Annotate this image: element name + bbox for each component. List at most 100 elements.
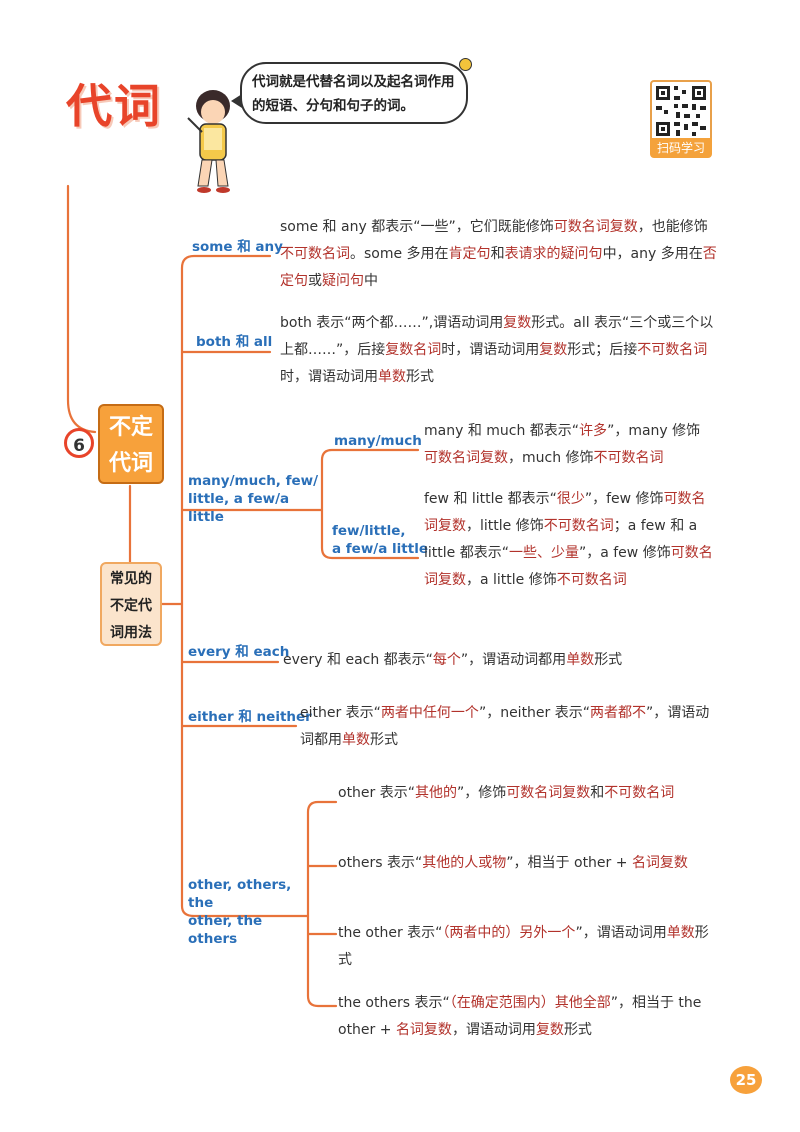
highlight-text: 两者都不 bbox=[590, 705, 647, 721]
qr-label: 扫码学习 bbox=[650, 138, 712, 158]
label-many-few-line2: little, a few/a little bbox=[188, 491, 290, 525]
qr-pattern bbox=[656, 86, 706, 136]
highlight-text: 否定句 bbox=[280, 246, 717, 289]
qr-code-icon[interactable] bbox=[650, 80, 712, 142]
label-some-any: some 和 any bbox=[192, 239, 283, 255]
bubble-tail bbox=[231, 94, 242, 108]
sub-topic-line2: 不定代 bbox=[110, 598, 152, 614]
plain-text: 形式；后接 bbox=[567, 342, 638, 358]
highlight-text: 不可数名词 bbox=[593, 450, 664, 466]
highlight-text: 不可数名词 bbox=[543, 518, 614, 534]
highlight-text: 可数名词复数 bbox=[424, 491, 706, 534]
many-split bbox=[320, 448, 420, 560]
plain-text: some 和 any 都表示“一些”，它们既能修饰 bbox=[280, 219, 554, 235]
plain-text: ；a few 和 a little 都表示“ bbox=[424, 518, 698, 561]
highlight-text: 表请求的疑问句 bbox=[504, 246, 603, 262]
highlight-text: 很少 bbox=[556, 491, 585, 507]
highlight-text: 可数名词复数 bbox=[424, 545, 713, 588]
main-topic-line1: 不定 bbox=[108, 415, 153, 440]
highlight-text: 单数 bbox=[342, 732, 370, 748]
plain-text: ”，a few 修饰 bbox=[578, 545, 671, 561]
plain-text: ”，few 修饰 bbox=[584, 491, 664, 507]
label-both-all: both 和 all bbox=[196, 334, 273, 350]
highlight-text: 不可数名词 bbox=[604, 785, 675, 801]
desc-every-each: every 和 each 都表示“每个”，谓语动词都用单数形式 bbox=[283, 647, 723, 674]
plain-text: 中，any 多用在 bbox=[602, 246, 703, 262]
trunk-line bbox=[180, 254, 310, 918]
highlight-text: 名词复数 bbox=[631, 855, 688, 871]
label-other-line1: other, others, the bbox=[188, 877, 292, 911]
plain-text: 形式 bbox=[406, 369, 434, 385]
highlight-text: 单数 bbox=[566, 652, 595, 668]
plain-text: ”，谓语动词都用 bbox=[300, 705, 710, 748]
plain-text: every 和 each 都表示“ bbox=[283, 652, 433, 668]
highlight-text: 单数 bbox=[666, 925, 695, 941]
plain-text: 形式 bbox=[594, 652, 623, 668]
highlight-text: 名词复数 bbox=[395, 1022, 452, 1038]
plain-text: many 和 much 都表示“ bbox=[424, 423, 580, 439]
plain-text: 时，谓语动词用 bbox=[280, 369, 378, 385]
label-other: other, others, the other, the others bbox=[188, 876, 312, 948]
highlight-text: 其他的人或物 bbox=[422, 855, 507, 871]
plain-text: 时，谓语动词用 bbox=[441, 342, 540, 358]
other-split bbox=[306, 800, 338, 1008]
highlight-text: （两者中的）另外一个 bbox=[442, 925, 576, 941]
label-few-little-line1: few/little, bbox=[332, 523, 406, 539]
desc-few-little: few 和 little 都表示“很少”，few 修饰可数名词复数，little… bbox=[424, 486, 714, 594]
plain-text: ”，相当于 the other + bbox=[338, 995, 702, 1038]
label-few-little-line2: a few/a little bbox=[332, 541, 428, 557]
sub-topic-box: 常见的 不定代 词用法 bbox=[100, 562, 162, 646]
plain-text: 形式 bbox=[370, 732, 398, 748]
plain-text: ”，many 修饰 bbox=[607, 423, 701, 439]
label-few-little: few/little, a few/a little bbox=[332, 522, 428, 558]
desc-other-2: others 表示“其他的人或物”，相当于 other + 名词复数 bbox=[338, 850, 718, 877]
plain-text: few 和 little 都表示“ bbox=[424, 491, 557, 507]
main-topic-box: 不定 代词 bbox=[98, 404, 164, 484]
desc-some-any: some 和 any 都表示“一些”，它们既能修饰可数名词复数，也能修饰不可数名… bbox=[280, 214, 720, 295]
teacher-illustration bbox=[187, 90, 230, 193]
desc-both-all: both 表示“两个都……”,谓语动词用复数形式。all 表示“三个或三个以上都… bbox=[280, 310, 720, 391]
desc-many-much: many 和 much 都表示“许多”，many 修饰可数名词复数，much 修… bbox=[424, 418, 714, 472]
plain-text: 或 bbox=[308, 273, 322, 289]
definition-bubble: 代词就是代替名词以及起名词作用的短语、分句和句子的词。 bbox=[231, 58, 472, 124]
section-number: 6 bbox=[64, 428, 94, 458]
plain-text: 中 bbox=[364, 273, 378, 289]
plain-text: ”，修饰 bbox=[457, 785, 507, 801]
highlight-text: 可数名词复数 bbox=[506, 785, 591, 801]
plain-text: others 表示“ bbox=[338, 855, 423, 871]
highlight-text: 可数名词复数 bbox=[553, 219, 638, 235]
plain-text: ，much 修饰 bbox=[508, 450, 594, 466]
plain-text: 形式。all 表示“三个或三个以上都……”，后接 bbox=[280, 315, 714, 358]
bubble-dot bbox=[459, 58, 472, 71]
sub-topic-line1: 常见的 bbox=[110, 571, 152, 587]
label-many-few-line1: many/much, few/ bbox=[188, 473, 319, 489]
label-other-line2: other, the others bbox=[188, 913, 263, 947]
highlight-text: 不可数名词 bbox=[556, 572, 627, 588]
sub-topic-line3: 词用法 bbox=[110, 625, 152, 641]
highlight-text: 每个 bbox=[432, 652, 461, 668]
plain-text: ，也能修饰 bbox=[637, 219, 708, 235]
desc-other-4: the others 表示“（在确定范围内）其他全部”，相当于 the othe… bbox=[338, 990, 718, 1044]
highlight-text: 许多 bbox=[579, 423, 608, 439]
plain-text: either 表示“ bbox=[300, 705, 381, 721]
left-vertical-line bbox=[66, 184, 97, 434]
plain-text: ”，谓语动词用 bbox=[575, 925, 667, 941]
label-either-neither: either 和 neither bbox=[188, 709, 312, 725]
definition-text: 代词就是代替名词以及起名词作用的短语、分句和句子的词。 bbox=[252, 74, 455, 114]
highlight-text: 可数名词复数 bbox=[424, 450, 508, 466]
desc-either-neither: either 表示“两者中任何一个”，neither 表示“两者都不”，谓语动词… bbox=[300, 700, 720, 754]
plain-text: 。some 多用在 bbox=[350, 246, 449, 262]
plain-text: the other 表示“ bbox=[338, 925, 443, 941]
highlight-text: 疑问句 bbox=[322, 273, 364, 289]
plain-text: 形式 bbox=[338, 925, 709, 968]
highlight-text: 其他的 bbox=[415, 785, 457, 801]
plain-text: ”，谓语动词都用 bbox=[460, 652, 567, 668]
page-title: 代词 bbox=[66, 79, 162, 133]
highlight-text: 不可数名词 bbox=[637, 342, 708, 358]
highlight-text: 不可数名词 bbox=[280, 246, 350, 262]
plain-text: ”，neither 表示“ bbox=[478, 705, 591, 721]
plain-text: both 表示“两个都……”,谓语动词用 bbox=[280, 315, 504, 331]
main-topic-line2: 代词 bbox=[108, 451, 153, 476]
highlight-text: 一些、少量 bbox=[508, 545, 579, 561]
